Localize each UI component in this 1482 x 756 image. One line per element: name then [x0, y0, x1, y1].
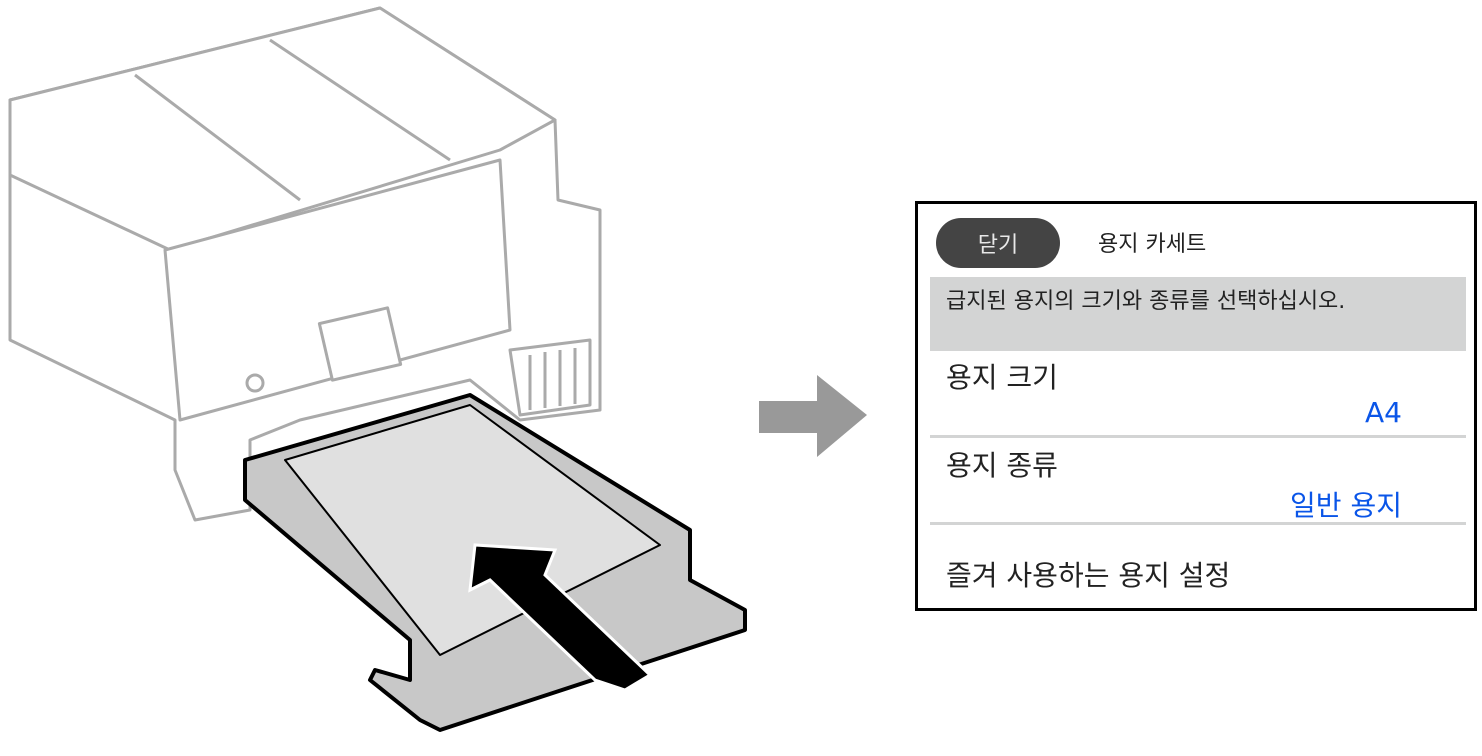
insert-direction-arrow — [468, 543, 653, 692]
close-button[interactable]: 닫기 — [936, 218, 1060, 268]
control-panel — [163, 158, 512, 422]
right-arrow-icon — [759, 375, 867, 457]
paper-stack — [284, 404, 661, 656]
printer-illustration — [8, 6, 747, 732]
instruction-message: 급지된 용지의 크기와 종류를 선택하십시오. — [930, 277, 1466, 351]
paper-size-value: A4 — [1365, 396, 1402, 429]
lcd-panel: 닫기 용지 카세트 급지된 용지의 크기와 종류를 선택하십시오. 용지 크기 … — [915, 201, 1477, 611]
favorite-paper-settings[interactable]: 즐겨 사용하는 용지 설정 — [946, 559, 1231, 592]
scanner-lid — [8, 6, 557, 252]
paper-size-label: 용지 크기 — [946, 361, 1058, 394]
paper-type-label: 용지 종류 — [946, 449, 1058, 482]
paper-type-value: 일반 용지 — [1290, 489, 1402, 522]
screen-title: 용지 카세트 — [1098, 232, 1207, 257]
divider — [930, 435, 1466, 438]
divider — [930, 522, 1466, 525]
ink-tanks — [508, 338, 592, 417]
